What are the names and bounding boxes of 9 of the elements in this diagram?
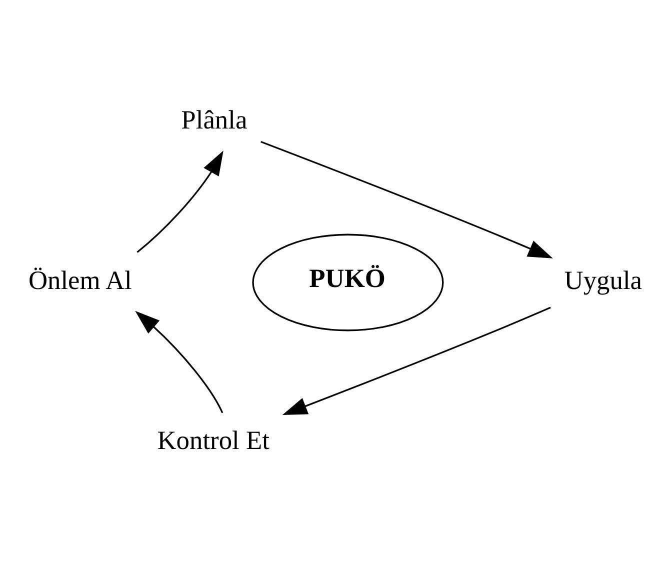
node-text: Plânla bbox=[181, 104, 248, 135]
arrow bbox=[136, 150, 224, 253]
arrow bbox=[260, 140, 553, 258]
node-text: Uygula bbox=[564, 264, 642, 295]
arrow bbox=[282, 306, 551, 416]
arrow bbox=[135, 310, 224, 414]
node-text: Önlem Al bbox=[28, 264, 132, 295]
node-ellipse: PUKÖ bbox=[252, 234, 444, 332]
node-text: Kontrol Et bbox=[157, 424, 270, 455]
